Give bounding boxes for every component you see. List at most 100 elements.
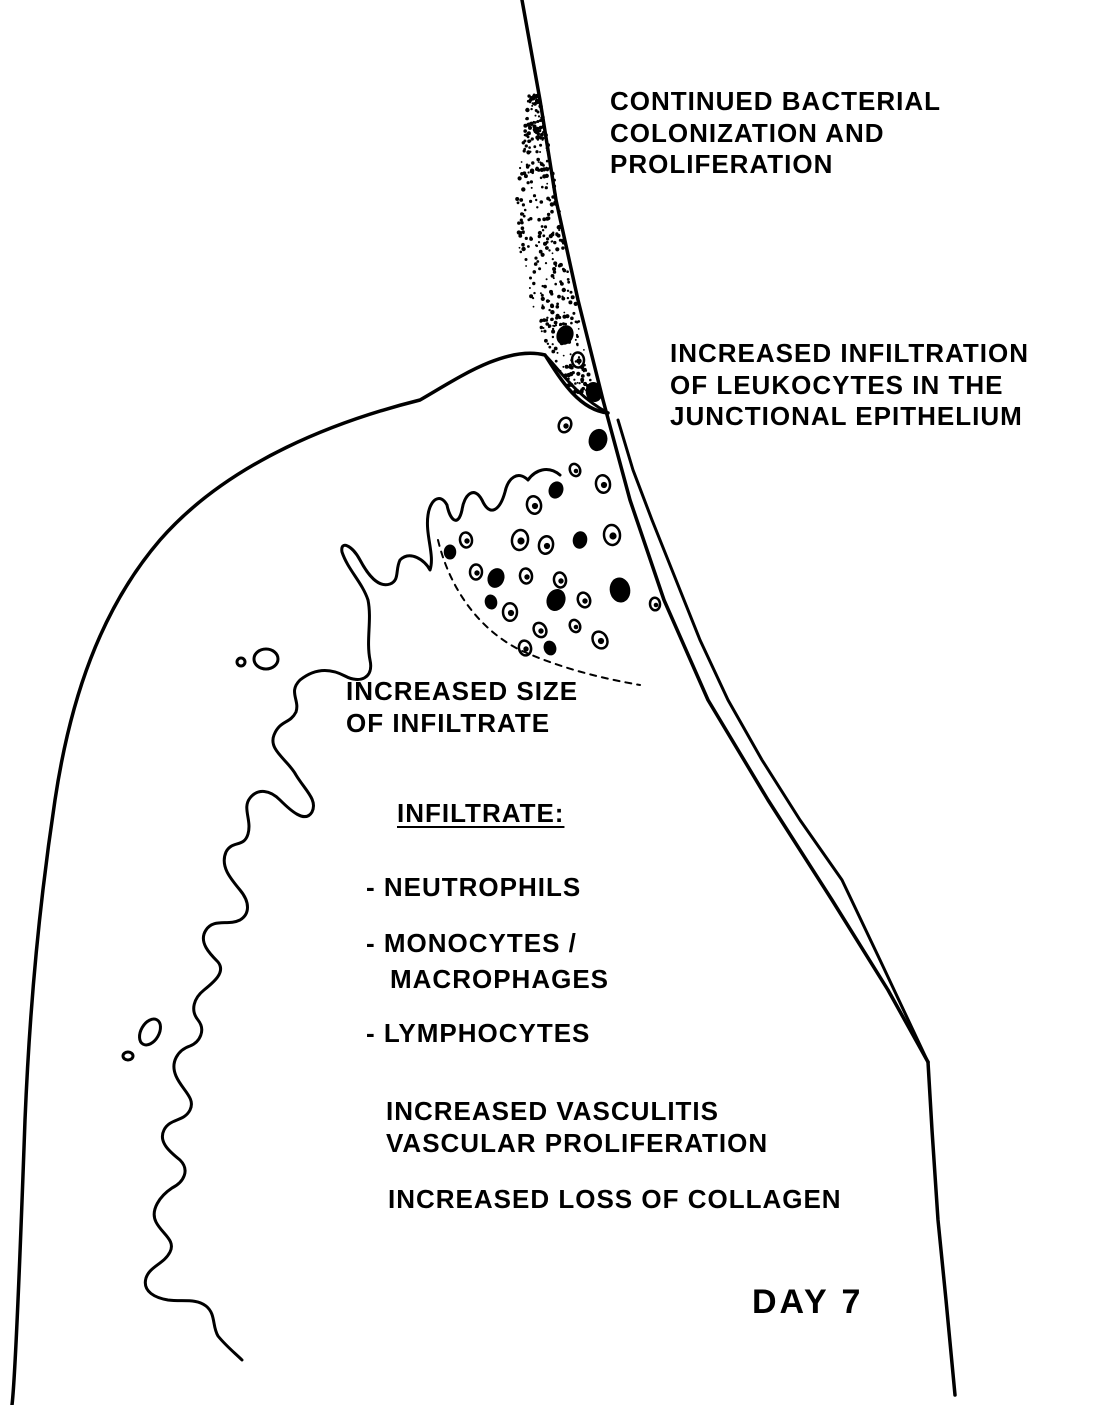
bacteria-dot bbox=[578, 328, 580, 330]
cell-nucleus bbox=[532, 503, 538, 509]
bacteria-dot bbox=[523, 129, 527, 133]
bacteria-dot bbox=[539, 151, 541, 153]
bacteria-dot bbox=[546, 143, 550, 147]
bacteria-dot bbox=[568, 300, 572, 304]
bacteria-dot bbox=[528, 146, 531, 149]
cell-nucleus bbox=[582, 598, 587, 603]
infiltrate-boundary bbox=[438, 540, 640, 685]
bacteria-dot bbox=[535, 150, 538, 153]
bacteria-dot bbox=[523, 149, 526, 152]
leukocyte-cell bbox=[588, 428, 609, 452]
bacteria-dot bbox=[570, 322, 573, 325]
leukocyte-cell bbox=[545, 588, 567, 613]
bacteria-dot bbox=[551, 350, 555, 354]
cell-nucleus bbox=[508, 610, 514, 616]
bacteria-dot bbox=[551, 241, 553, 243]
bacteria-dot bbox=[554, 203, 557, 206]
bacteria-dot bbox=[559, 263, 563, 267]
bacteria-dot bbox=[529, 277, 532, 280]
bacteria-dot bbox=[576, 372, 580, 376]
bacteria-dot bbox=[555, 324, 557, 326]
leukocyte-cell bbox=[543, 640, 557, 655]
bacteria-dot bbox=[546, 317, 548, 319]
tissue-island bbox=[123, 1052, 133, 1060]
bacteria-dot bbox=[556, 305, 560, 309]
bacteria-dot bbox=[541, 186, 544, 189]
bacteria-dot bbox=[549, 199, 552, 202]
bacteria-dot bbox=[554, 347, 558, 351]
bacteria-dot bbox=[562, 366, 564, 368]
bacteria-dot bbox=[560, 282, 564, 286]
bacteria-dot bbox=[577, 382, 579, 384]
bacteria-dot bbox=[565, 365, 569, 369]
bacteria-dot bbox=[551, 172, 555, 176]
vasculitis-label: INCREASED VASCULITIS VASCULAR PROLIFERAT… bbox=[386, 1096, 768, 1159]
bacteria-dot bbox=[545, 186, 548, 189]
leukocyte-cell bbox=[609, 577, 631, 602]
bacteria-dot bbox=[521, 243, 525, 247]
bacteria-dot bbox=[531, 161, 534, 164]
cell-nucleus bbox=[654, 603, 659, 608]
bacteria-dot bbox=[570, 291, 573, 294]
bacteria-dot bbox=[518, 176, 522, 180]
cell-nucleus bbox=[601, 482, 607, 488]
bacteria-dot bbox=[533, 145, 536, 148]
cell-nucleus bbox=[538, 628, 543, 633]
bacteria-dot bbox=[515, 197, 519, 201]
bacteria-dot bbox=[562, 322, 565, 325]
bacteria-dot bbox=[537, 218, 541, 222]
bacteria-dot bbox=[572, 371, 575, 374]
bacteria-dot bbox=[541, 306, 545, 310]
bacteria-dot bbox=[548, 326, 550, 328]
bacteria-dot bbox=[544, 339, 548, 343]
bacteria-dot bbox=[550, 304, 554, 308]
bacteria-dot bbox=[524, 134, 526, 136]
bacteria-dot bbox=[552, 267, 556, 271]
bacteria-dot bbox=[546, 160, 549, 163]
bacteria-dot bbox=[540, 319, 544, 323]
bacteria-dot bbox=[520, 251, 523, 254]
bacteria-dot bbox=[520, 221, 523, 224]
bacteria-dot bbox=[521, 187, 525, 191]
bacteria-dot bbox=[543, 285, 547, 289]
bacteria-dot bbox=[527, 181, 530, 184]
bacteria-dot bbox=[557, 225, 561, 229]
bacteria-dot bbox=[531, 172, 534, 175]
bacteria-dot bbox=[564, 239, 566, 241]
bacteria-dot bbox=[540, 292, 542, 294]
lymphocytes-item: - LYMPHOCYTES bbox=[366, 1018, 590, 1050]
bacteria-dot bbox=[519, 198, 523, 202]
bacteria-dot bbox=[535, 115, 537, 117]
bacteria-dot bbox=[547, 343, 549, 345]
bacteria-dot bbox=[525, 258, 528, 261]
cell-nucleus bbox=[464, 538, 469, 543]
bacteria-dot bbox=[546, 183, 548, 185]
bacteria-dot bbox=[579, 382, 581, 384]
bacteria-dot bbox=[578, 356, 580, 358]
cell-nucleus bbox=[474, 570, 479, 575]
bacteria-dot bbox=[552, 336, 554, 338]
bacteria-dot bbox=[539, 161, 541, 163]
bacteria-dot bbox=[580, 388, 582, 390]
bacteria-dot bbox=[519, 167, 521, 169]
monocytes-item: - MONOCYTES / bbox=[366, 928, 577, 960]
bacteria-dot bbox=[535, 100, 537, 102]
bacteria-dot bbox=[542, 164, 545, 167]
tissue-island bbox=[135, 1015, 165, 1048]
leukocyte-cell bbox=[486, 567, 506, 589]
bacteria-dot bbox=[537, 111, 540, 114]
bacteria-dot bbox=[559, 323, 562, 326]
bacteria-dot bbox=[553, 241, 556, 244]
bacteria-dot bbox=[544, 225, 547, 228]
bacteria-dot bbox=[583, 349, 585, 351]
bacteria-dot bbox=[538, 267, 541, 270]
cell-nucleus bbox=[558, 578, 563, 583]
bacteria-dot bbox=[528, 171, 530, 173]
bacteria-dot bbox=[525, 144, 528, 147]
bacteria-dot bbox=[555, 247, 559, 251]
bacteria-dot bbox=[521, 247, 525, 251]
bacteria-dot bbox=[574, 382, 577, 385]
bacteria-dot bbox=[527, 94, 530, 97]
bacterial-colonization-label: CONTINUED BACTERIAL COLONIZATION AND PRO… bbox=[610, 86, 941, 181]
